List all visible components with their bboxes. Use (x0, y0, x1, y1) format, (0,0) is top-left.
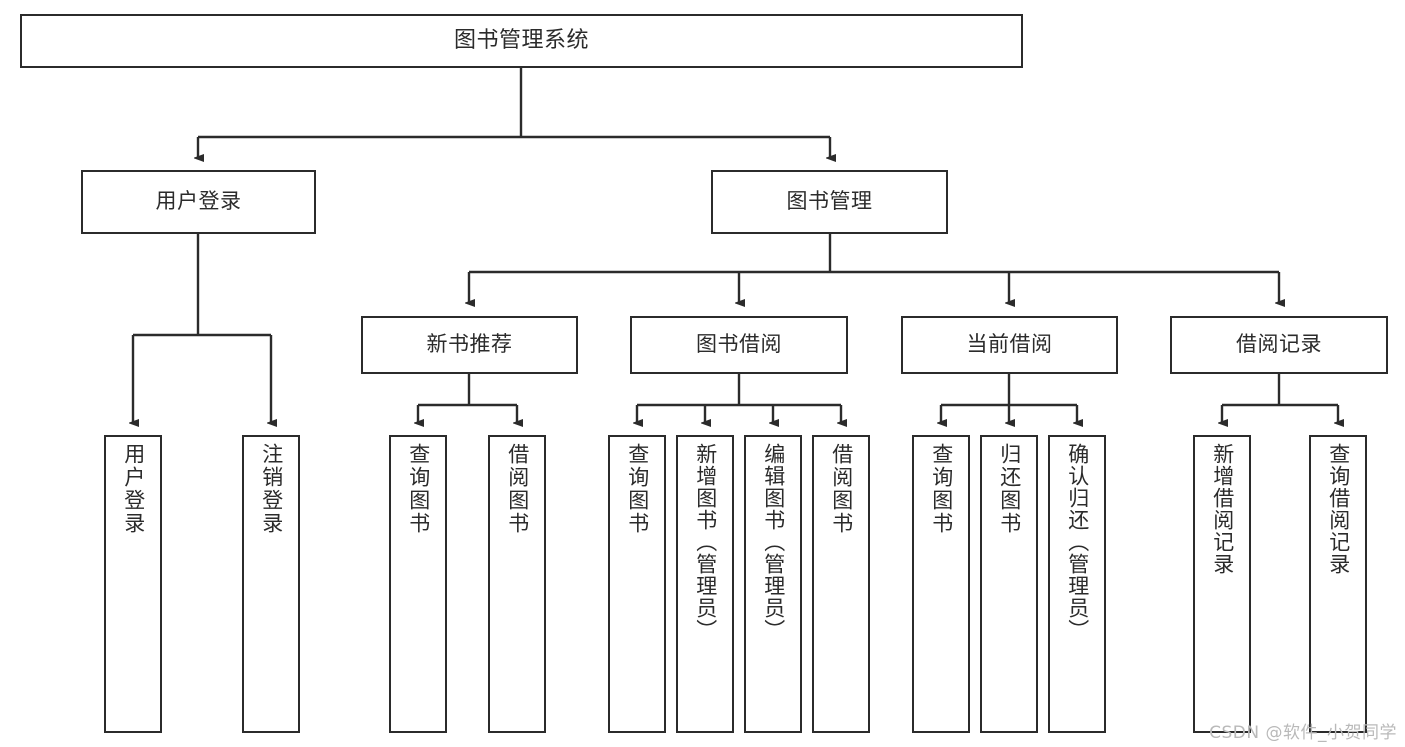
node-root-library-system[interactable]: 图书管理系统 (20, 14, 1023, 68)
node-label: 查询借阅记录 (1326, 443, 1351, 575)
leaf-user-login[interactable]: 用户登录 (104, 435, 162, 733)
node-label: 新增图书（管理员） (693, 443, 718, 641)
node-label: 查询图书 (625, 443, 650, 535)
leaf-borrow-book-recommend[interactable]: 借阅图书 (488, 435, 546, 733)
csdn-watermark: CSDN @软件_小贺同学 (1209, 723, 1397, 743)
node-label: 借阅图书 (505, 443, 530, 535)
node-label: 查询图书 (929, 443, 954, 535)
node-label: 新书推荐 (426, 332, 513, 357)
leaf-query-book-borrow[interactable]: 查询图书 (608, 435, 666, 733)
leaf-query-borrow-record[interactable]: 查询借阅记录 (1309, 435, 1367, 733)
leaf-add-borrow-record[interactable]: 新增借阅记录 (1193, 435, 1251, 733)
node-label: 借阅记录 (1236, 332, 1322, 357)
node-label: 新增借阅记录 (1210, 443, 1235, 575)
node-new-book-recommend[interactable]: 新书推荐 (361, 316, 578, 374)
node-user-login[interactable]: 用户登录 (81, 170, 316, 234)
leaf-logout[interactable]: 注销登录 (242, 435, 300, 733)
leaf-edit-book-admin[interactable]: 编辑图书（管理员） (744, 435, 802, 733)
node-book-management[interactable]: 图书管理 (711, 170, 948, 234)
leaf-borrow-book[interactable]: 借阅图书 (812, 435, 870, 733)
leaf-add-book-admin[interactable]: 新增图书（管理员） (676, 435, 734, 733)
leaf-confirm-return-admin[interactable]: 确认归还（管理员） (1048, 435, 1106, 733)
node-label: 编辑图书（管理员） (761, 443, 786, 641)
node-label: 当前借阅 (966, 332, 1053, 357)
node-label: 借阅图书 (829, 443, 854, 535)
leaf-return-book[interactable]: 归还图书 (980, 435, 1038, 733)
node-label: 归还图书 (997, 443, 1022, 535)
node-current-borrow[interactable]: 当前借阅 (901, 316, 1118, 374)
node-label: 图书管理系统 (453, 27, 589, 53)
leaf-query-book-recommend[interactable]: 查询图书 (389, 435, 447, 733)
node-label: 图书管理 (786, 189, 873, 214)
node-label: 用户登录 (121, 443, 146, 535)
node-borrow-record[interactable]: 借阅记录 (1170, 316, 1388, 374)
node-label: 用户登录 (155, 189, 242, 214)
node-label: 图书借阅 (696, 332, 782, 357)
node-book-borrow[interactable]: 图书借阅 (630, 316, 848, 374)
node-label: 注销登录 (259, 443, 284, 535)
node-label: 确认归还（管理员） (1065, 443, 1090, 641)
node-label: 查询图书 (406, 443, 431, 535)
leaf-query-book-current[interactable]: 查询图书 (912, 435, 970, 733)
